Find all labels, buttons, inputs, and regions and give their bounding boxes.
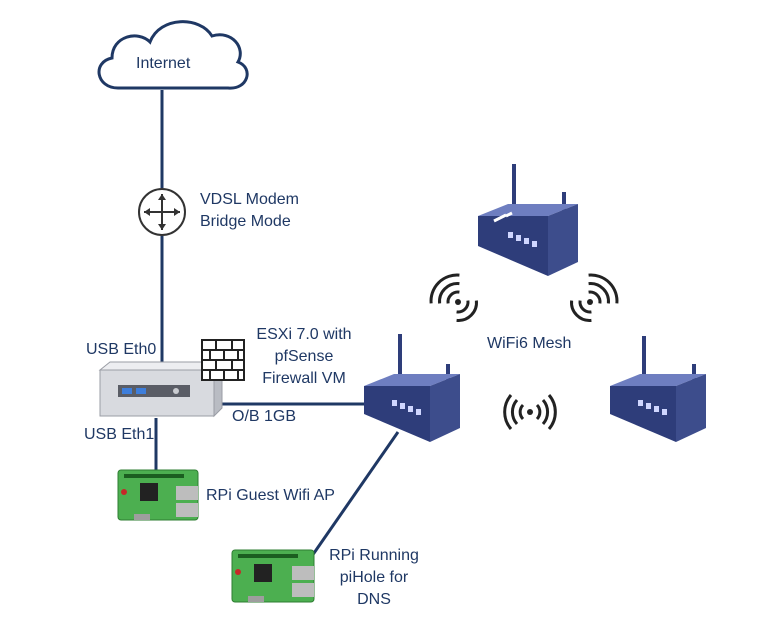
modem-icon xyxy=(138,188,186,236)
mesh-router-left-icon xyxy=(364,334,460,442)
wifi-signal-bottom-icon xyxy=(503,394,557,430)
rpi-guest-board-icon xyxy=(117,469,199,521)
mesh-router-right-icon xyxy=(610,336,706,442)
mesh-label: WiFi6 Mesh xyxy=(487,335,572,352)
rpi-guest-label: RPi Guest Wifi AP xyxy=(206,487,335,504)
usb-eth1-label: USB Eth1 xyxy=(84,426,155,443)
rpi-dns-label-line3: DNS xyxy=(357,591,391,608)
rpi-dns-label-line1: RPi Running xyxy=(329,547,419,564)
usb-eth0-label: USB Eth0 xyxy=(86,341,157,358)
wifi-signal-left-icon xyxy=(429,273,478,322)
firewall-label-line1: ESXi 7.0 with xyxy=(256,326,352,343)
mesh-router-top-icon xyxy=(478,164,578,276)
modem-label-line1: VDSL Modem xyxy=(200,191,299,208)
wifi-signal-right-icon xyxy=(570,273,619,322)
internet-label: Internet xyxy=(136,55,191,72)
rpi-dns-board-icon xyxy=(231,549,315,603)
rpi-dns-label-line2: piHole for xyxy=(339,569,409,586)
modem-label-line2: Bridge Mode xyxy=(200,213,291,230)
firewall-icon xyxy=(201,339,245,381)
firewall-label-line2: pfSense xyxy=(274,348,334,365)
firewall-label-line3: Firewall VM xyxy=(262,370,346,387)
ob-link-label: O/B 1GB xyxy=(232,408,297,425)
cloud-icon xyxy=(97,20,249,90)
link-router-rpi-dns xyxy=(303,431,400,567)
